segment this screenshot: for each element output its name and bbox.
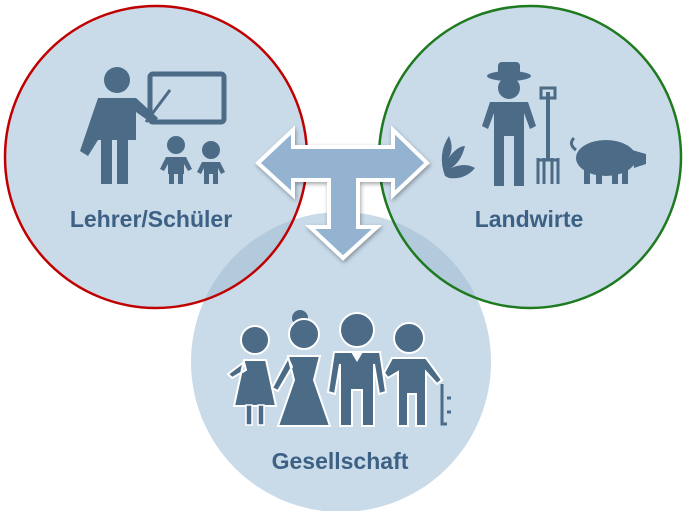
family-icon: [226, 310, 451, 427]
label-lehrer-schueler: Lehrer/Schüler: [69, 206, 233, 232]
circle-landwirte: [379, 6, 681, 308]
farmer-icon: [441, 62, 646, 186]
label-landwirte: Landwirte: [474, 206, 584, 232]
teacher-students-icon: [80, 67, 227, 184]
circle-lehrer: [5, 6, 307, 308]
t-arrow-icon: [255, 125, 430, 261]
label-gesellschaft: Gesellschaft: [271, 448, 409, 474]
